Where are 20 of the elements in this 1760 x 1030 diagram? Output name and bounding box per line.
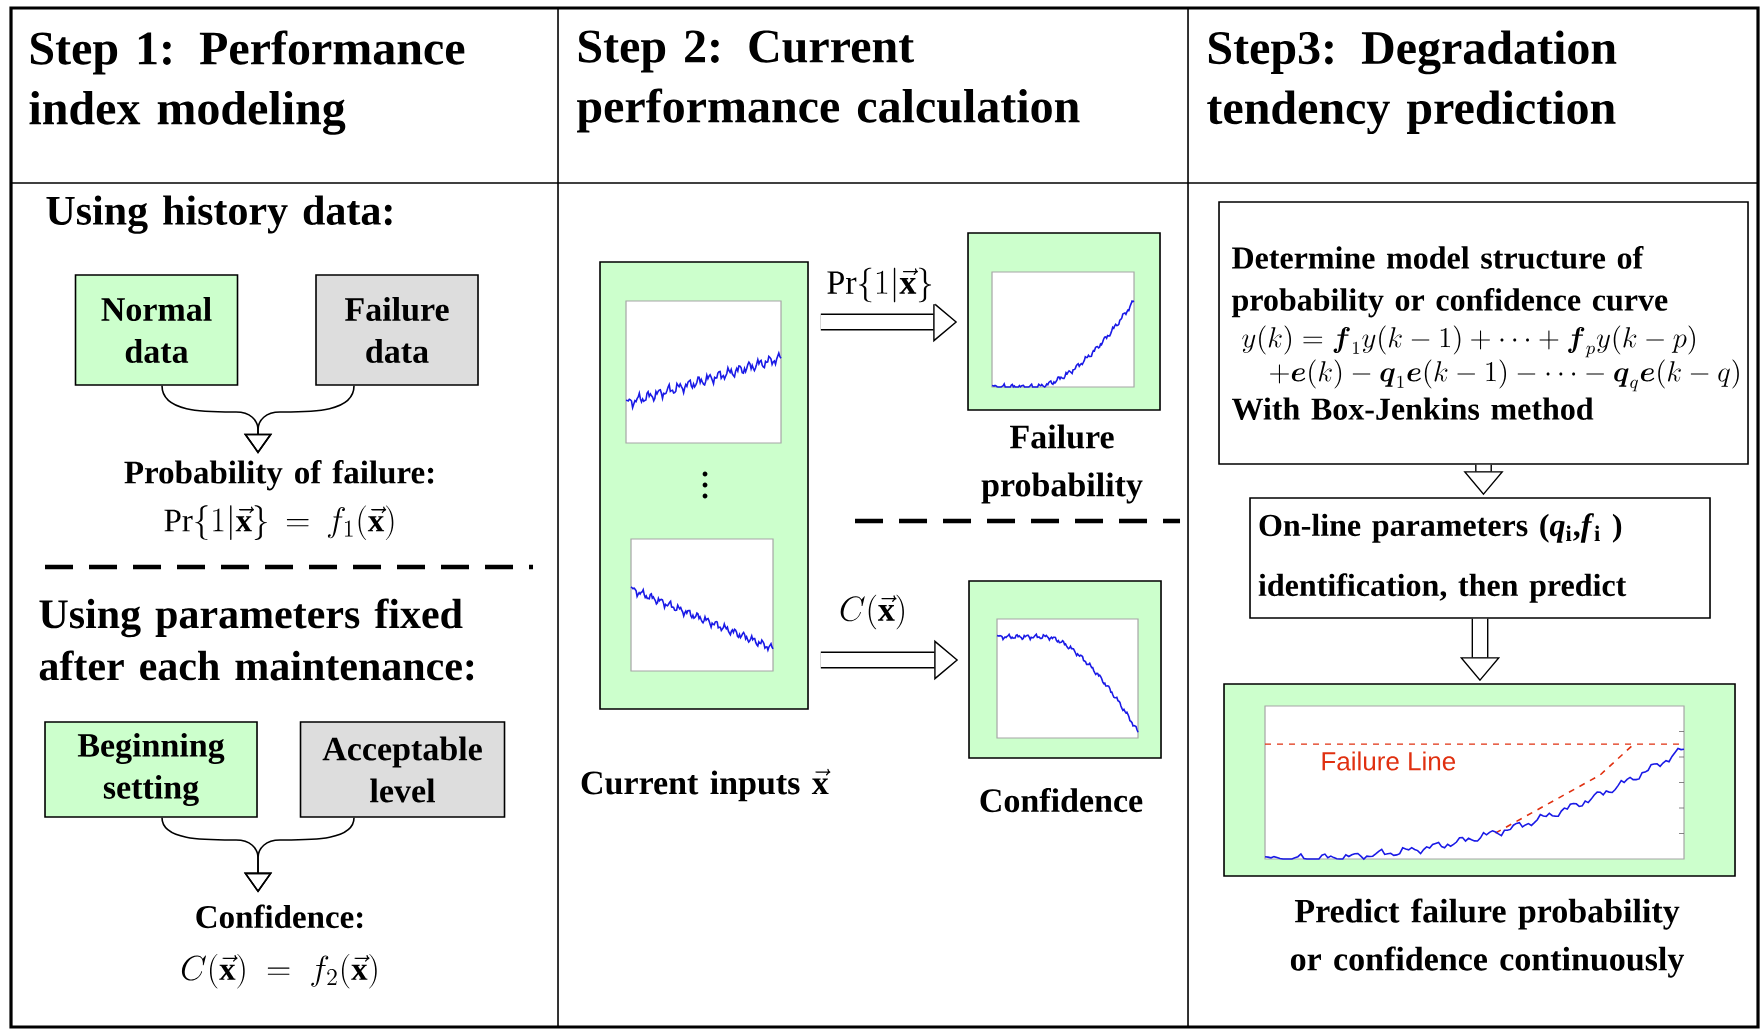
data-box: Beginning setting [44,721,258,818]
data-box: Acceptable level [299,721,506,818]
edge-label: $C(\vec{\mathbf{x}})$ [836,592,910,632]
section-heading: Using parameters fixed after each maintenance: [39,598,474,681]
edge-label: $\Pr\{1|\vec{\mathbf{x}}\}$ [824,265,936,305]
section-heading: Using history data: [46,195,392,234]
column-header: Step 2: Current performance calculation [577,30,1080,133]
chart-annotation: Failure Line [1322,751,1456,771]
node-label: Confidence [980,787,1143,813]
node-label: Predict failure probability or confidence continuously [1290,898,1685,978]
process-box: Determine model structure of probability or confidence curve $\begin{array}{l}y(k)=\boldsymbol{f}_1y(k-1)+\cdots+\boldsymbol{f}_py(k-p)\\ \quad+\boldsymbol{e}(k)-\boldsymbol{q}_1\boldsymbol{e}(k-1)-\cdots-\boldsymbol{q}_q\boldsymbol{e}(k-q)\end{array}$ With Box-Jenkins method [1218,201,1749,465]
formula-text: Probability of failure: $\Pr\{1|\vec{\mathbf{x}}\}=f_1(\vec{\mathbf{x}})$ [124,460,434,540]
column-header: Step 1: Performance index modeling [29,30,465,135]
column-header: Step3: Degradation tendency prediction [1207,30,1617,135]
data-box: Failure data [315,274,479,386]
formula-text: Confidence: $C(\vec{\mathbf{x}})=f_2(\vec{\mathbf{x}})$ [181,904,377,989]
data-box: Normal data [74,274,239,386]
node-label: $\textbf{Current inputs }\vec{\mathbf{x}}$ [581,768,831,802]
node-label: Failure probability [981,424,1143,504]
process-box: On-line parameters (q$_{i}$,f$_{i}$ ) identification, then predict [1249,497,1711,619]
